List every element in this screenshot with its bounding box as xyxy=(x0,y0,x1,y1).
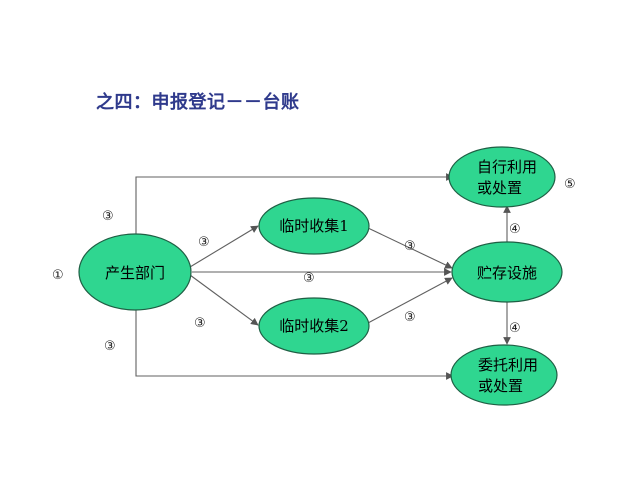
node-entrust-line2: 或处置 xyxy=(478,377,523,395)
edge-source-to-temp1 xyxy=(189,225,259,268)
node-source-label: 产生部门 xyxy=(105,264,165,282)
marker-3-temp2-storage: ③ xyxy=(404,310,416,325)
marker-3-source-bottom: ③ xyxy=(104,339,116,354)
marker-3-to-temp1: ③ xyxy=(198,235,210,250)
step-markers: ① ③ ③ ③ ③ ③ ③ ③ ④ ④ ⑤ xyxy=(52,177,576,354)
marker-3-temp1-storage: ③ xyxy=(404,239,416,254)
node-entrust-line1: 委托利用 xyxy=(478,356,538,374)
marker-3-source-top: ③ xyxy=(102,209,114,224)
node-temp1: 临时收集1 xyxy=(258,197,370,255)
edge-temp2-to-storage xyxy=(367,277,453,324)
edge-source-to-entrust xyxy=(135,308,454,380)
edges xyxy=(135,173,511,380)
edge-source-to-temp2 xyxy=(189,274,259,326)
node-self-use-line2: 或处置 xyxy=(477,179,522,197)
node-source: 产生部门 xyxy=(78,233,192,311)
marker-1: ① xyxy=(52,268,64,283)
marker-3-direct: ③ xyxy=(303,271,315,286)
node-temp1-label: 临时收集1 xyxy=(279,217,349,235)
marker-4-down: ④ xyxy=(509,321,521,336)
node-entrust: 委托利用 或处置 xyxy=(450,344,558,406)
node-storage-label: 贮存设施 xyxy=(477,264,537,282)
edge-temp1-to-storage xyxy=(367,227,453,269)
page-title: 之四：申报登记－－台账 xyxy=(96,92,300,113)
node-temp2-label: 临时收集2 xyxy=(279,317,349,335)
node-self-use: 自行利用 或处置 xyxy=(448,146,556,208)
marker-4-up: ④ xyxy=(509,222,521,237)
marker-3-to-temp2: ③ xyxy=(194,316,206,331)
node-storage: 贮存设施 xyxy=(451,241,563,303)
node-self-use-line1: 自行利用 xyxy=(477,158,537,176)
marker-5: ⑤ xyxy=(564,177,576,192)
node-temp2: 临时收集2 xyxy=(258,297,370,355)
edge-source-to-selfuse xyxy=(135,173,454,250)
